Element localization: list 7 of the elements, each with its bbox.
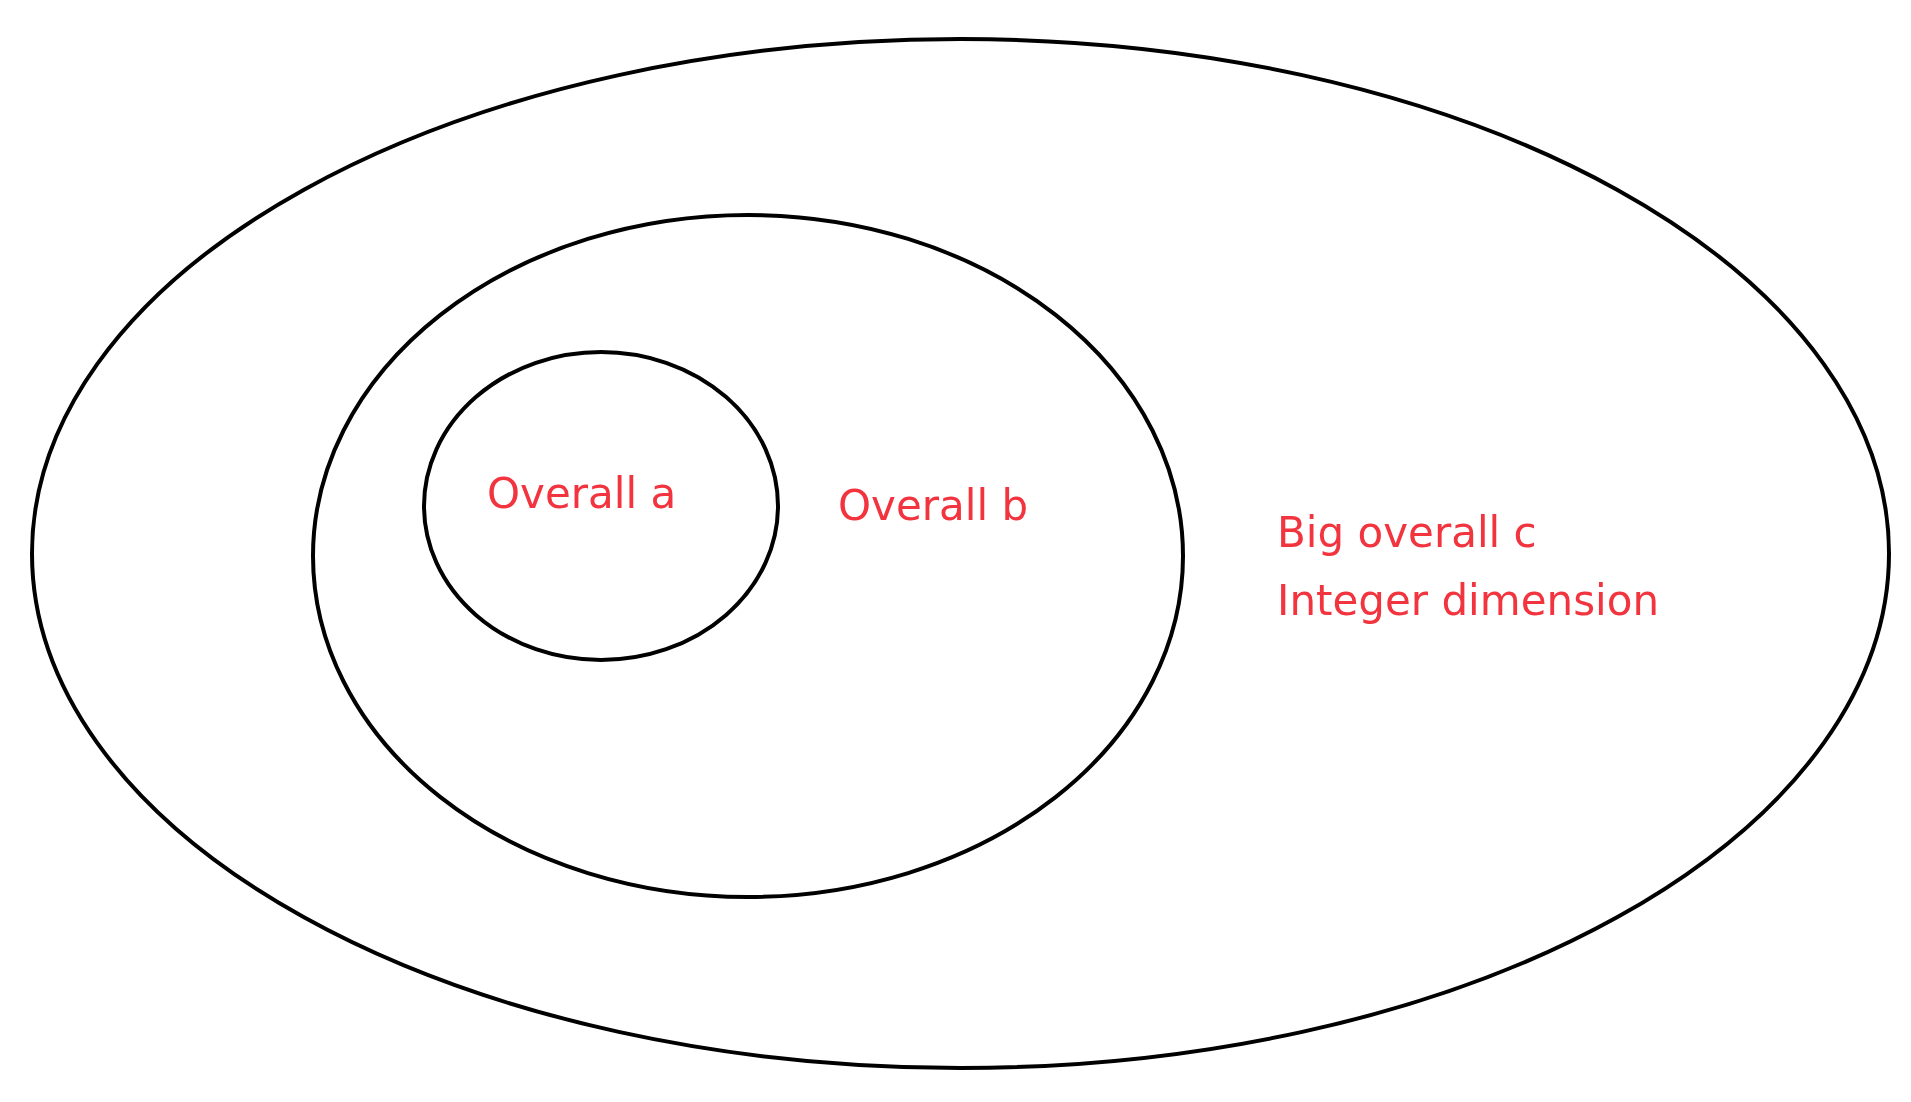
middle-ellipse: [311, 213, 1185, 899]
region-label: Overall a: [487, 469, 677, 519]
inner-ellipse: [422, 350, 780, 662]
region-label: Big overall c: [1277, 508, 1537, 558]
region-label: Overall b: [838, 481, 1029, 531]
outer-ellipse: [30, 37, 1891, 1070]
region-label: Integer dimension: [1277, 576, 1659, 626]
